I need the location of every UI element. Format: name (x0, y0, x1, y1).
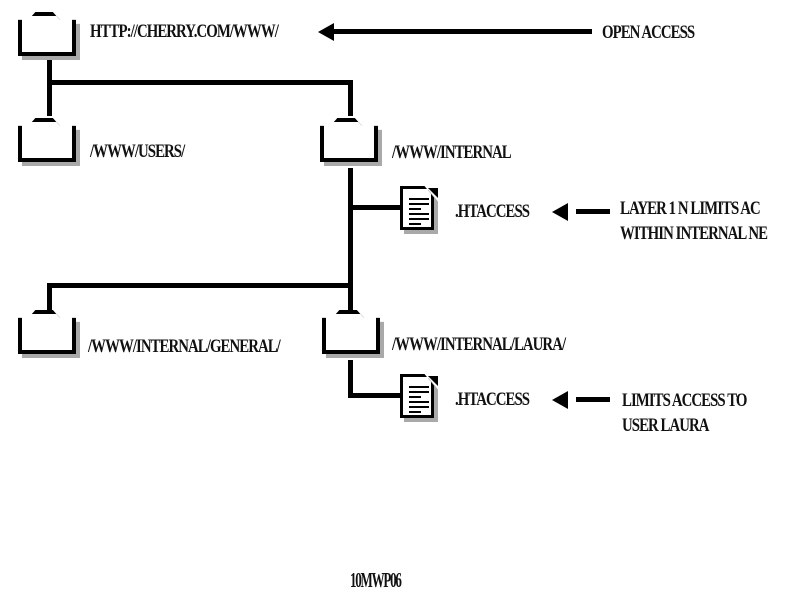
node-label-users: /WWW/USERS/ (90, 141, 185, 162)
connector-internal-htaccess (348, 205, 400, 210)
node-label-root: HTTP://CHERRY.COM/WWW/ (90, 21, 279, 42)
folder-body (320, 118, 378, 162)
arrowhead-laura (552, 391, 568, 409)
connector-laura-down (348, 360, 353, 398)
document-fold-corner (428, 188, 438, 198)
connector-internal-down (348, 80, 353, 116)
connector-laura-htaccess (348, 393, 400, 398)
node-label-internal-htaccess: .HTACCESS (455, 201, 530, 222)
node-label-laura-htaccess: .HTACCESS (455, 389, 530, 410)
annotation-laura: LIMITS ACCESS TO USER LAURA (622, 388, 747, 438)
annotation-open-access-line-1: OPEN ACCESS (602, 22, 695, 43)
folder-icon-root[interactable] (18, 12, 80, 60)
document-body (400, 186, 434, 230)
document-fold-corner (428, 376, 438, 386)
document-icon-internal-htaccess[interactable] (400, 186, 440, 234)
folder-icon-users[interactable] (18, 118, 80, 166)
folder-body (18, 310, 76, 354)
annotation-layer-1-clip: LAYER 1 N LIMITS AC WITHIN INTERNAL NE (620, 196, 800, 252)
arrowhead-open-access (318, 23, 334, 41)
annotation-laura-line-2: USER LAURA (622, 415, 710, 436)
connector-internal-spine (348, 168, 353, 328)
annotation-arrow-layer-1 (576, 209, 610, 214)
folder-icon-laura[interactable] (322, 310, 384, 358)
node-label-general: /WWW/INTERNAL/GENERAL/ (88, 336, 281, 357)
folder-body (322, 310, 380, 354)
folder-body (18, 12, 76, 56)
folder-icon-general[interactable] (18, 310, 80, 358)
connector-users-down (47, 80, 52, 116)
document-icon-laura-htaccess[interactable] (400, 374, 440, 422)
arrowhead-layer-1 (552, 203, 568, 221)
annotation-layer-1-line-2: WITHIN INTERNAL NE (620, 223, 768, 244)
connector-root-down (47, 60, 52, 84)
annotation-layer-1-line-1: LAYER 1 N LIMITS AC (620, 198, 761, 219)
node-label-internal: /WWW/INTERNAL (392, 142, 512, 163)
document-lines (409, 198, 429, 228)
annotation-arrow-open-access (330, 29, 592, 34)
folder-body (18, 118, 76, 162)
figure-caption: 10MWP06 (350, 568, 402, 592)
connector-internal-children-horizontal (47, 283, 353, 288)
annotation-arrow-laura (576, 397, 610, 402)
node-label-laura: /WWW/INTERNAL/LAURA/ (392, 334, 566, 355)
annotation-open-access: OPEN ACCESS (602, 20, 695, 45)
connector-root-horizontal (47, 80, 353, 85)
folder-icon-internal[interactable] (320, 118, 382, 166)
document-lines (409, 386, 429, 416)
annotation-laura-line-1: LIMITS ACCESS TO (622, 390, 747, 411)
annotation-layer-1: LAYER 1 N LIMITS AC WITHIN INTERNAL NE (620, 196, 768, 246)
connector-general-down (47, 283, 52, 319)
